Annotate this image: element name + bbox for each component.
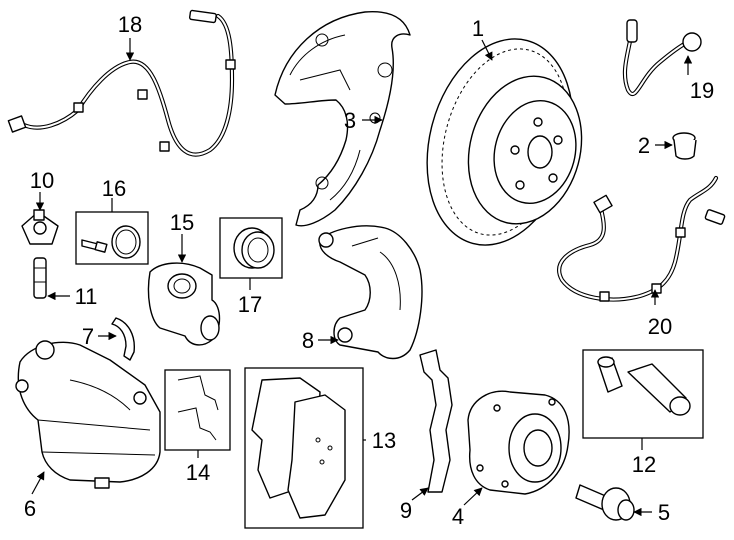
sensor-pin-part-11: [33, 257, 47, 299]
guide-bushings-part-12: [582, 349, 704, 439]
callout-4: 4: [452, 504, 464, 529]
callout-17: 17: [238, 292, 262, 317]
callout-1: 1: [472, 16, 484, 41]
leader-9: [411, 487, 429, 501]
hub-bolt-part-5: [575, 484, 635, 521]
callout-7: 7: [82, 324, 94, 349]
leader-6: [31, 471, 45, 495]
leader-1: [481, 39, 493, 61]
pad-wear-sensor-part-19: [622, 19, 702, 97]
callout-15: 15: [170, 210, 194, 235]
callout-13: 13: [372, 428, 396, 453]
caliper-bracket-part-8: [318, 225, 423, 360]
dust-shield-part-3: [274, 11, 411, 227]
caliper-housing-part-6: [15, 340, 161, 489]
callout-14: 14: [186, 460, 210, 485]
spring-clips-part-14: [164, 369, 231, 451]
wheel-hub-part-4: [467, 390, 570, 495]
piston-seal-part-17: [219, 217, 283, 279]
callout-5: 5: [658, 500, 670, 525]
leader-lines: [31, 38, 693, 517]
callout-19: 19: [690, 78, 714, 103]
callout-11: 11: [75, 284, 98, 309]
callout-6: 6: [24, 496, 36, 521]
anti-rattle-spring-part-9: [419, 349, 453, 493]
callout-16: 16: [102, 176, 126, 201]
callout-12: 12: [632, 452, 656, 477]
callout-3: 3: [344, 108, 356, 133]
bracket-part-10: [21, 209, 59, 245]
callout-18: 18: [118, 12, 142, 37]
leader-4: [463, 487, 483, 506]
callout-20: 20: [648, 314, 672, 339]
abs-sensor-wire-part-18: [7, 9, 236, 157]
brake-pads-part-13: [244, 367, 364, 529]
clip-part-7: [111, 317, 135, 361]
brake-rotor-part-1: [426, 38, 583, 246]
rear-sensor-wire-part-20: [557, 175, 726, 302]
callout-9: 9: [400, 498, 412, 523]
cap-part-2: [672, 132, 697, 160]
bolt-oring-kit-part-16: [75, 211, 149, 265]
callout-labels: 18 3 1 19 2 20 10 16 15 11 17 7 8 13 14 …: [24, 12, 714, 529]
callout-10: 10: [30, 168, 54, 193]
callout-8: 8: [302, 328, 314, 353]
caliper-motor-part-15: [147, 262, 221, 346]
callout-2: 2: [638, 133, 650, 158]
